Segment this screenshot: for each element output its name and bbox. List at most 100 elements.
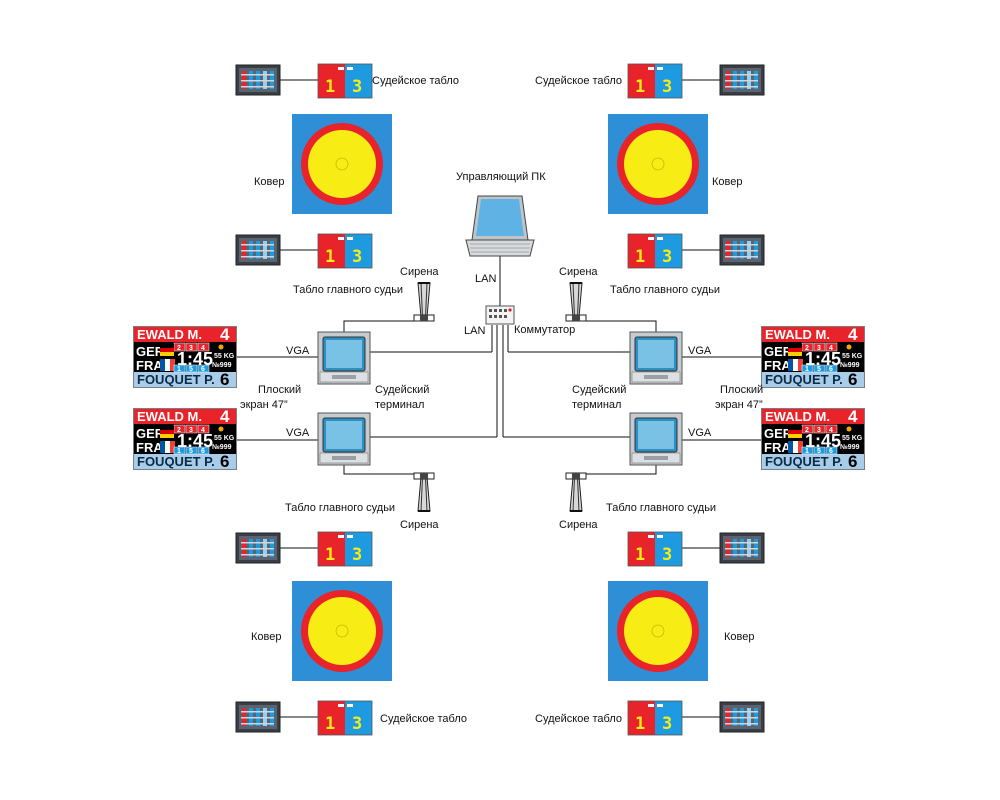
score-top: 4 <box>220 325 230 344</box>
flag-france-stripe <box>160 359 165 371</box>
wrestling-mat <box>291 113 393 215</box>
siren-label: Сирена <box>559 266 598 278</box>
bout-number: №999 <box>840 443 860 451</box>
flag-germany-stripe <box>788 344 802 348</box>
period-box-top <box>197 342 210 352</box>
network-switch-icon <box>485 305 515 325</box>
period-top-value: 3 <box>189 427 193 434</box>
period-top-value: 2 <box>805 427 809 434</box>
score-bottom: 6 <box>220 370 229 389</box>
red-digit: 1 <box>635 714 645 734</box>
top-row <box>134 327 236 342</box>
flag-germany-stripe <box>788 426 802 430</box>
red-digit: 1 <box>635 247 645 267</box>
chief-referee-board-label: Табло главного судьи <box>610 284 720 296</box>
red-digit: 1 <box>325 545 335 565</box>
score-top: 4 <box>848 325 858 344</box>
mat-label: Ковер <box>251 631 281 643</box>
connection-lines <box>236 79 763 718</box>
period-box-bottom <box>185 364 198 373</box>
flag-france-stripe <box>170 441 175 453</box>
flag-germany-stripe <box>788 352 802 356</box>
weight-class: 55 KG <box>842 435 863 442</box>
referee-control-panel-icon <box>719 701 765 733</box>
siren-label: Сирена <box>400 519 439 531</box>
referee-control-panel-icon <box>719 234 765 266</box>
blue-digit: 3 <box>352 545 362 565</box>
flag-france-stripe <box>165 441 170 453</box>
laptop-icon <box>465 195 535 257</box>
indicator-light <box>338 237 344 240</box>
period-box-top <box>825 424 838 434</box>
country-top: GER <box>136 426 165 441</box>
bout-timer: 1:45 <box>177 431 213 451</box>
red-digit: 1 <box>635 77 645 97</box>
referee-control-panel-icon <box>235 64 281 96</box>
crt-monitor-icon <box>317 412 371 466</box>
chief-referee-board-label: Табло главного судьи <box>293 284 403 296</box>
period-box-top <box>813 424 826 434</box>
blue-digit: 3 <box>352 714 362 734</box>
score-bottom: 6 <box>848 452 857 471</box>
indicator-dot <box>846 344 852 350</box>
blue-digit: 3 <box>662 714 672 734</box>
weight-class: 55 KG <box>214 353 235 360</box>
indicator-dot <box>846 426 852 432</box>
indicator-light <box>338 67 344 70</box>
bout-number: №999 <box>212 443 232 451</box>
country-bottom: FRA <box>764 358 791 373</box>
flat-screen-label: Плоский <box>258 384 301 396</box>
chief-referee-board-label: Табло главного судьи <box>285 502 395 514</box>
bout-timer: 1:45 <box>805 431 841 451</box>
wrestler-bottom-name: FOUQUET P. <box>137 372 215 387</box>
period-bottom-value: 5 <box>817 448 821 455</box>
vga-label: VGA <box>688 345 712 357</box>
blue-digit: 3 <box>662 545 672 565</box>
score-top: 4 <box>848 407 858 426</box>
referee-terminal-label: терминал <box>375 399 424 411</box>
mat-label: Ковер <box>712 176 742 188</box>
flag-france-stripe <box>793 441 798 453</box>
switch-label: Коммутатор <box>514 324 575 336</box>
vga-label: VGA <box>286 345 310 357</box>
referee-control-panel-icon <box>719 532 765 564</box>
period-bottom-value: 6 <box>829 366 833 373</box>
flag-germany-stripe <box>160 344 174 348</box>
period-box-bottom <box>185 446 198 455</box>
period-bottom-value: 6 <box>829 448 833 455</box>
flag-france-stripe <box>798 441 803 453</box>
top-row <box>762 327 864 342</box>
siren-label: Сирена <box>559 519 598 531</box>
wrestler-top-name: EWALD M. <box>765 409 830 424</box>
siren-horn-icon <box>413 282 435 322</box>
flag-france-stripe <box>798 359 803 371</box>
top-row <box>762 409 864 424</box>
flag-france-stripe <box>788 441 793 453</box>
referee-control-panel-icon <box>235 701 281 733</box>
referee-control-panel-icon <box>235 532 281 564</box>
mat-label: Ковер <box>254 176 284 188</box>
country-bottom: FRA <box>764 440 791 455</box>
board-frame <box>627 63 683 99</box>
siren-label: Сирена <box>400 266 439 278</box>
indicator-light <box>657 535 663 538</box>
period-box-bottom <box>173 364 186 373</box>
period-top-value: 4 <box>201 427 205 434</box>
country-top: GER <box>136 344 165 359</box>
red-digit: 1 <box>325 77 335 97</box>
indicator-light <box>657 237 663 240</box>
siren-horn-icon <box>565 472 587 512</box>
blue-digit: 3 <box>352 247 362 267</box>
period-top-value: 3 <box>817 427 821 434</box>
crt-monitor-icon <box>629 331 683 385</box>
country-top: GER <box>764 426 793 441</box>
referee-board-label: Судейское табло <box>535 713 622 725</box>
indicator-light <box>657 704 663 707</box>
country-bottom: FRA <box>136 440 163 455</box>
flat-screen-label: экран 47” <box>715 399 763 411</box>
